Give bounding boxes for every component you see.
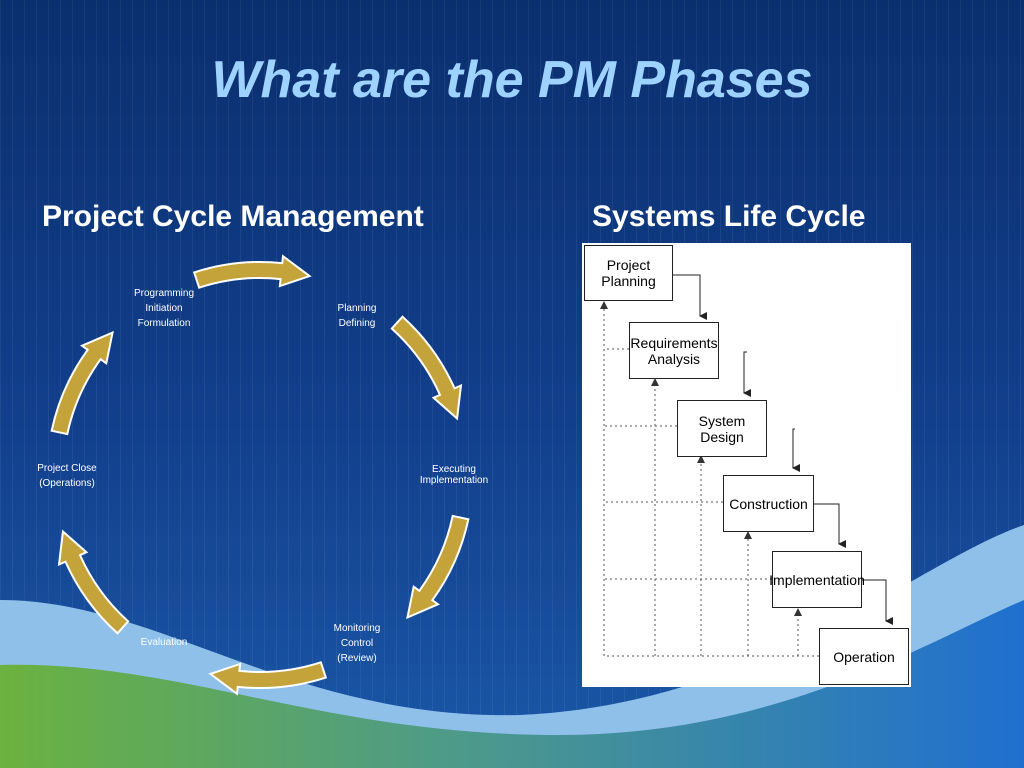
waterfall-connectors bbox=[600, 274, 893, 657]
phase-label-project-close: Project Close (Operations) bbox=[37, 463, 97, 489]
cycle-arrow-5 bbox=[57, 529, 130, 635]
phase-label-executing: Executing Implementation bbox=[419, 464, 489, 486]
cycle-arrow-6 bbox=[50, 330, 114, 436]
systems-life-cycle-heading: Systems Life Cycle bbox=[592, 200, 866, 233]
cycle-arrow-2 bbox=[390, 315, 463, 421]
stage-construction: Construction bbox=[723, 475, 814, 532]
stage-operation: Operation bbox=[819, 628, 909, 685]
stage-requirements-analysis: Requirements Analysis bbox=[629, 322, 719, 379]
cycle-arrow-4 bbox=[208, 661, 328, 696]
cycle-arrow-3 bbox=[406, 514, 470, 620]
phase-label-planning: Planning Defining bbox=[337, 303, 377, 329]
slide-title: What are the PM Phases bbox=[211, 51, 813, 109]
phase-label-programming: Programming Initiation Formulation bbox=[133, 288, 195, 329]
project-cycle-heading: Project Cycle Management bbox=[42, 200, 424, 233]
waterfall-diagram: Project Planning Requirements Analysis S… bbox=[582, 243, 911, 687]
stage-system-design: System Design bbox=[677, 400, 767, 457]
green-wave bbox=[0, 600, 1024, 768]
stage-implementation: Implementation bbox=[769, 551, 865, 608]
cycle-arrow-1 bbox=[192, 254, 312, 289]
phase-label-monitoring: Monitoring Control (Review) bbox=[333, 623, 381, 664]
phase-label-evaluation: Evaluation bbox=[140, 637, 188, 648]
stage-project-planning: Project Planning bbox=[584, 245, 673, 301]
